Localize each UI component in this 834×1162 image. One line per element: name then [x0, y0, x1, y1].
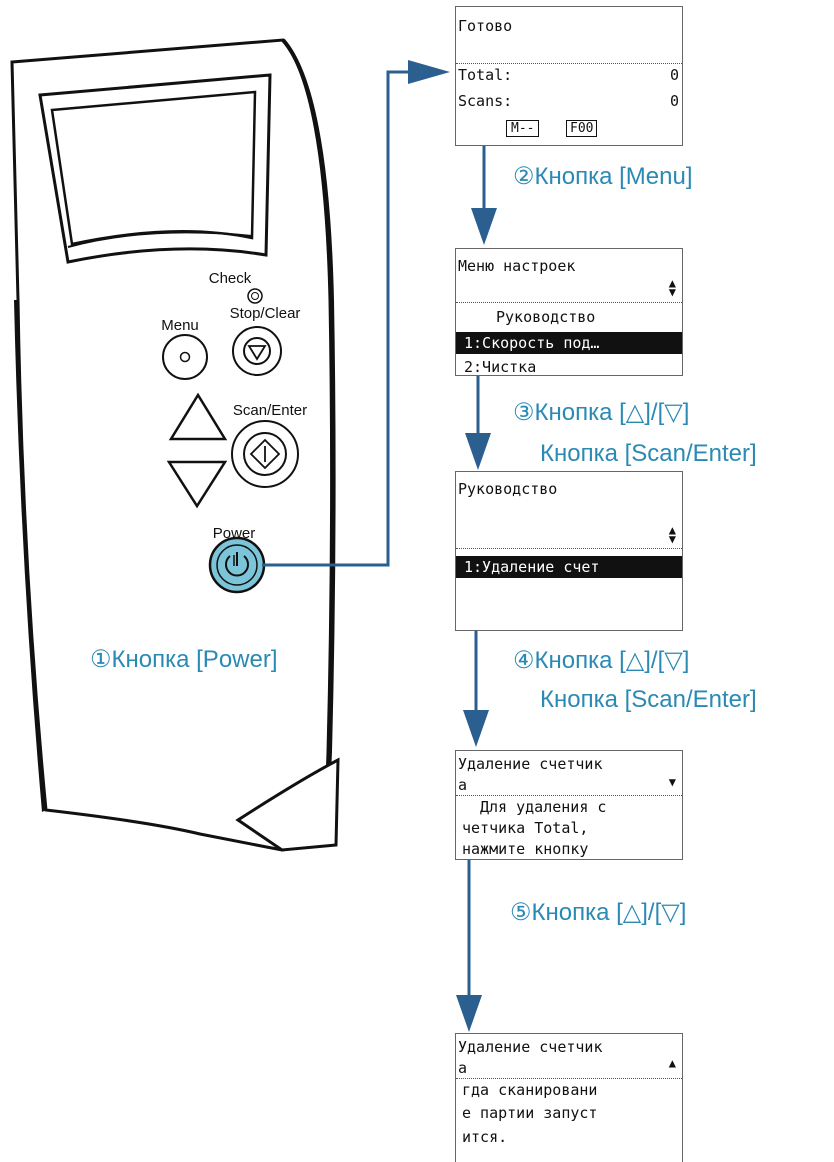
- total-value: 0: [669, 66, 679, 84]
- separator: [456, 795, 682, 796]
- power-to-screen-arrow: [262, 70, 412, 567]
- lcd-ready-screen: Готово Total: 0 Scans: 0 M-- F00: [455, 6, 683, 146]
- reset-text-line-3: нажмите кнопку: [462, 840, 589, 858]
- mode-badge: M--: [506, 120, 540, 137]
- arrow-down-icon-3: [463, 710, 489, 747]
- step-4-label-b: Кнопка [Scan/Enter]: [540, 686, 757, 713]
- panel-notch: [235, 757, 340, 852]
- arrow-head-right-icon: [408, 60, 450, 84]
- lcd-guide-screen: Руководство ▲▼ 1:Удаление счет: [455, 471, 683, 631]
- scan-enter-label: Scan/Enter: [233, 402, 307, 419]
- scans-row: Scans: 0: [456, 90, 682, 112]
- menu-item-cleaning[interactable]: 2:Чистка: [464, 358, 537, 376]
- power-label: Power: [213, 525, 256, 542]
- arrow-down-icon-4: [456, 995, 482, 1032]
- lcd-reset-counter-screen-1: Удаление счетчик а ▼ Для удаления с четч…: [455, 750, 683, 860]
- scans-value: 0: [669, 92, 679, 110]
- scans-label: Scans:: [458, 92, 513, 110]
- reset-text-line-1: гда сканировани: [462, 1081, 598, 1099]
- reset-title-line-1: Удаление счетчик: [458, 755, 603, 773]
- check-label: Check: [209, 270, 252, 287]
- separator: [456, 548, 682, 549]
- scroll-up-icon: ▲: [668, 1056, 676, 1070]
- separator: [456, 302, 682, 303]
- reset-text-line-2: е партии запуст: [462, 1104, 598, 1122]
- total-label: Total:: [458, 66, 513, 84]
- reset-title-line-1: Удаление счетчик: [458, 1038, 603, 1056]
- step-3-label-a: ③Кнопка [△]/[▽]: [513, 399, 690, 426]
- scan-enter-button[interactable]: [231, 420, 299, 488]
- menu-button[interactable]: [162, 334, 208, 380]
- lcd-settings-menu-screen: Меню настроек ▲▼ Руководство 1:Скорость …: [455, 248, 683, 376]
- reset-text-line-1: Для удаления с: [480, 798, 607, 816]
- step-1-label: ①Кнопка [Power]: [90, 646, 278, 673]
- power-icon: [225, 555, 249, 577]
- arrow-down-icon-1: [471, 208, 497, 245]
- up-down-scroll-icon: ▲▼: [668, 276, 676, 299]
- menu-label: Menu: [161, 317, 199, 334]
- panel-edge: [14, 300, 46, 812]
- check-led-inner: [251, 292, 259, 300]
- flow-arrows: [467, 145, 486, 1000]
- step-2-label: ②Кнопка [Menu]: [513, 163, 693, 190]
- lcd-reset-counter-screen-2: Удаление счетчик а ▲ гда сканировани е п…: [455, 1033, 683, 1162]
- panel-side: [281, 38, 336, 844]
- total-row: Total: 0: [456, 64, 682, 86]
- stop-triangle-icon: [247, 345, 267, 361]
- panel-lcd-curve: [67, 231, 253, 248]
- separator: [456, 1078, 682, 1079]
- stop-clear-label: Stop/Clear: [230, 305, 301, 322]
- ready-title: Готово: [458, 17, 513, 35]
- settings-menu-title: Меню настроек: [458, 257, 576, 275]
- reset-title-line-2: а: [458, 1059, 468, 1077]
- reset-text-line-3: ится.: [462, 1128, 508, 1146]
- arrow-down-icon-2: [465, 433, 491, 470]
- step-3-label-b: Кнопка [Scan/Enter]: [540, 440, 757, 467]
- up-down-scroll-icon: ▲▼: [668, 523, 676, 546]
- guide-title: Руководство: [458, 480, 558, 498]
- up-button[interactable]: [168, 392, 228, 441]
- step-5-label: ⑤Кнопка [△]/[▽]: [510, 899, 687, 926]
- power-button[interactable]: [208, 536, 266, 594]
- step-4-label-a: ④Кнопка [△]/[▽]: [513, 647, 690, 674]
- down-button[interactable]: [166, 460, 228, 509]
- scroll-down-icon: ▼: [668, 775, 676, 789]
- code-badge: F00: [566, 120, 598, 137]
- separator: [456, 63, 682, 64]
- panel-lcd-screen: [50, 90, 257, 246]
- menu-item-feed-speed[interactable]: 1:Скорость под…: [456, 332, 682, 354]
- reset-title-line-2: а: [458, 776, 468, 794]
- stop-clear-button[interactable]: [232, 326, 282, 376]
- scan-diamond-icon: [249, 438, 281, 470]
- menu-item-guide[interactable]: Руководство: [496, 308, 596, 326]
- reset-text-line-2: четчика Total,: [462, 819, 589, 837]
- guide-item-reset-counter[interactable]: 1:Удаление счет: [456, 556, 682, 578]
